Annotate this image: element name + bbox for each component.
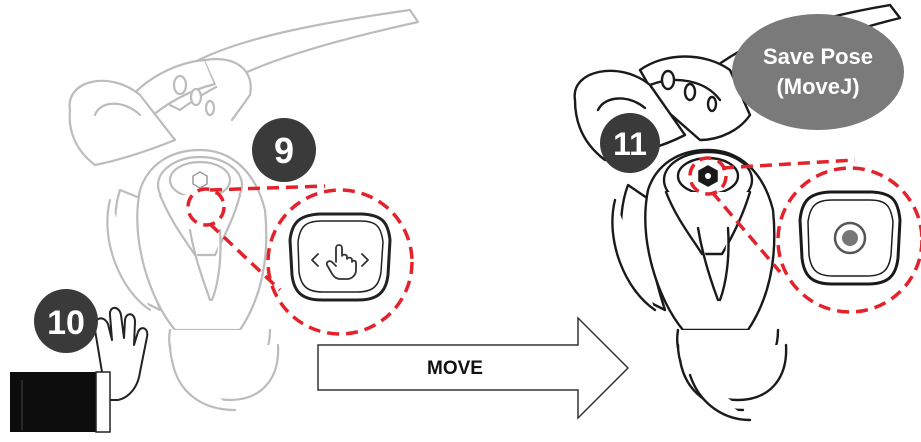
step-badge-11: 11 [600,113,660,173]
step-badge-10: 10 [34,289,98,353]
move-arrow-label: MOVE [427,358,483,379]
dial-button-left [193,172,207,188]
save-pose-callout: Save Pose (MoveJ) [732,14,904,130]
dial-button-right-dot [705,173,711,179]
record-circle-icon [835,223,865,253]
save-pose-line1: Save Pose [763,44,873,69]
save-pose-line2: (MoveJ) [776,74,859,99]
step-number: 10 [47,304,85,342]
zoomed-button-left [290,214,390,300]
step-number: 11 [613,126,647,162]
move-arrow: MOVE [318,318,628,418]
step-number: 9 [274,130,294,171]
step-badge-9: 9 [252,118,316,182]
